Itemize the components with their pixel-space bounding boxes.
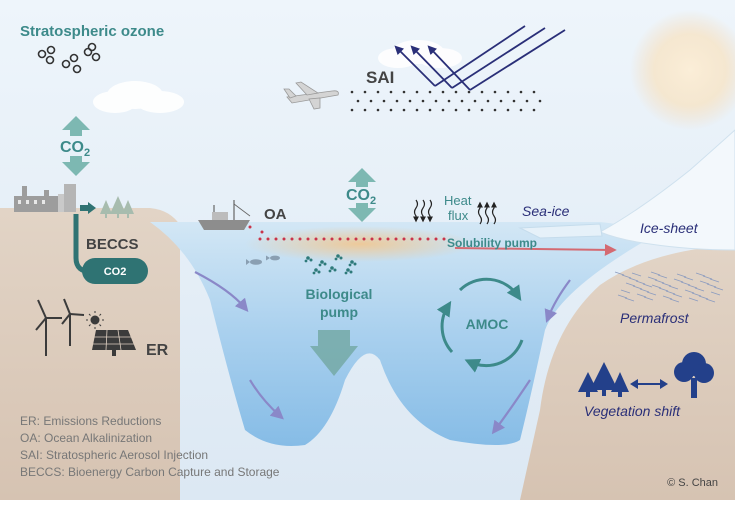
sai-label: SAI — [366, 68, 394, 87]
er-label: ER — [146, 342, 169, 359]
stratospheric-ozone-label: Stratospheric ozone — [20, 23, 164, 40]
co2-exchange-arrow-center — [348, 168, 376, 222]
biological-pump-label-line2: pump — [320, 304, 358, 320]
factory-icon — [14, 184, 76, 212]
co2-storage-label: CO2 — [104, 266, 127, 278]
ship-icon — [198, 200, 251, 230]
wind-turbines-icon — [35, 298, 85, 356]
fish-icon — [246, 255, 280, 265]
plankton-icon — [304, 254, 357, 275]
broadleaf-tree-icon — [674, 352, 714, 398]
vegetation-shift-label: Vegetation shift — [584, 403, 681, 419]
co2-label-left: CO2 — [60, 139, 90, 159]
biological-pump-label-line1: Biological — [306, 286, 373, 302]
amoc-cycle-arrows — [436, 277, 524, 373]
oa-label: OA — [264, 206, 287, 223]
co2-exchange-arrow-left — [62, 116, 90, 176]
solubility-pump-label: Solubility pump — [447, 236, 537, 250]
ice-sheet-shape — [598, 129, 735, 251]
solubility-pump-arrow — [454, 243, 617, 256]
co2-storage-capsule — [82, 258, 148, 284]
aerosol-particles — [350, 90, 542, 112]
ocean-circulation-arrows — [194, 271, 571, 435]
sea-ice-label: Sea-ice — [522, 203, 570, 219]
heat-flux-arrows — [413, 199, 497, 225]
permafrost-label: Permafrost — [620, 310, 690, 326]
legend-item-er: ER: Emissions Reductions — [20, 414, 161, 428]
beccs-inflow-arrow — [80, 202, 96, 214]
co2-label-center: CO2 — [346, 187, 376, 207]
permafrost-texture — [614, 271, 724, 303]
small-sun-icon — [86, 311, 104, 329]
oa-particles — [248, 225, 446, 241]
amoc-label: AMOC — [466, 316, 509, 332]
legend-item-beccs: BECCS: Bioenergy Carbon Capture and Stor… — [20, 465, 280, 479]
solar-panel-icon — [92, 329, 136, 356]
oa-alkalinity-plume — [245, 226, 475, 262]
vegetation-shift-arrow — [630, 379, 668, 389]
ozone-molecules-icon — [37, 42, 101, 74]
airplane-icon — [283, 81, 339, 110]
ice-sheet-label: Ice-sheet — [640, 220, 699, 236]
cloud-icon — [93, 81, 184, 113]
land-right — [520, 245, 735, 500]
copyright-label: © S. Chan — [667, 477, 718, 489]
sun-icon — [630, 10, 735, 130]
sai-reflected-sunlight-arrows — [394, 25, 566, 91]
sea-ice-shape — [518, 223, 603, 239]
legend-item-sai: SAI: Stratospheric Aerosol Injection — [20, 448, 208, 462]
biological-pump-arrow — [310, 330, 358, 376]
legend-item-oa: OA: Ocean Alkalinization — [20, 431, 152, 445]
heat-flux-label-line1: Heat — [444, 193, 472, 208]
heat-flux-label-line2: flux — [448, 208, 469, 223]
trees-icon — [100, 196, 134, 218]
ocean-basin — [150, 222, 650, 446]
beccs-label: BECCS — [86, 236, 139, 253]
conifer-trees-icon — [578, 362, 629, 397]
